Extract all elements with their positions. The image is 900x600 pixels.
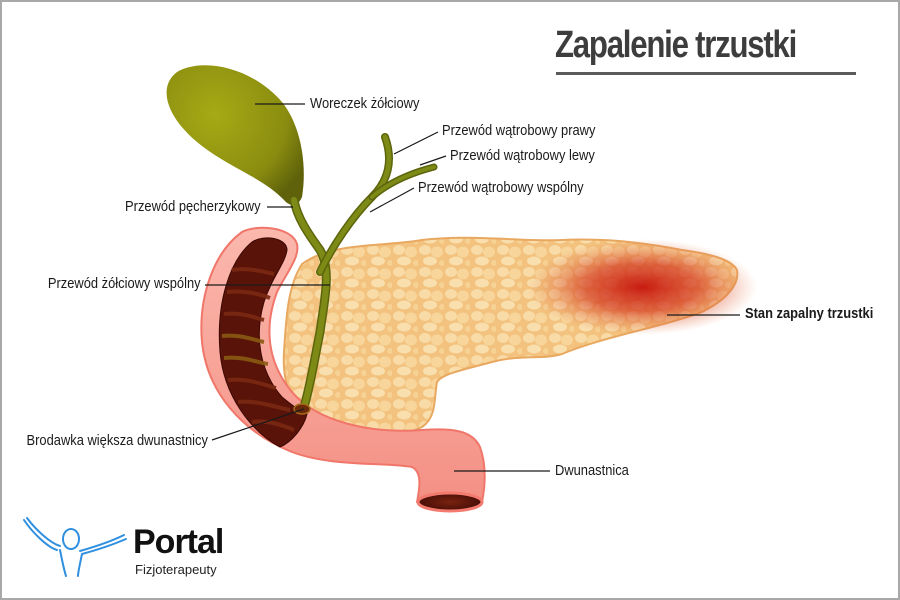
- duodenum-opening: [416, 491, 484, 513]
- person-arms-raised-icon: [23, 517, 127, 577]
- duodenum-folds: [221, 267, 295, 432]
- label-major-papilla: Brodawka większa dwunastnicy: [26, 432, 208, 449]
- page-title: Zapalenie trzustki: [555, 24, 797, 66]
- label-inflammation: Stan zapalny trzustki: [745, 305, 874, 322]
- leader-lines: [205, 103, 740, 472]
- label-right-hepatic-duct: Przewód wątrobowy prawy: [442, 122, 596, 139]
- logo-name: Portal: [133, 523, 224, 561]
- label-cystic-duct: Przewód pęcherzykowy: [125, 198, 261, 215]
- bile-ducts: [289, 133, 438, 412]
- label-duodenum: Dwunastnica: [555, 462, 629, 479]
- label-common-hepatic-duct: Przewód wątrobowy wspólny: [418, 179, 584, 196]
- inflammation-area: [527, 239, 757, 335]
- gallbladder: [166, 65, 304, 205]
- label-gallbladder: Woreczek żółciowy: [310, 95, 420, 112]
- label-common-bile-duct: Przewód żółciowy wspólny: [48, 275, 201, 292]
- logo-subtitle: Fizjoterapeuty: [135, 562, 217, 577]
- title-underline: [556, 72, 856, 75]
- major-papilla: [293, 403, 311, 415]
- label-left-hepatic-duct: Przewód wątrobowy lewy: [450, 147, 595, 164]
